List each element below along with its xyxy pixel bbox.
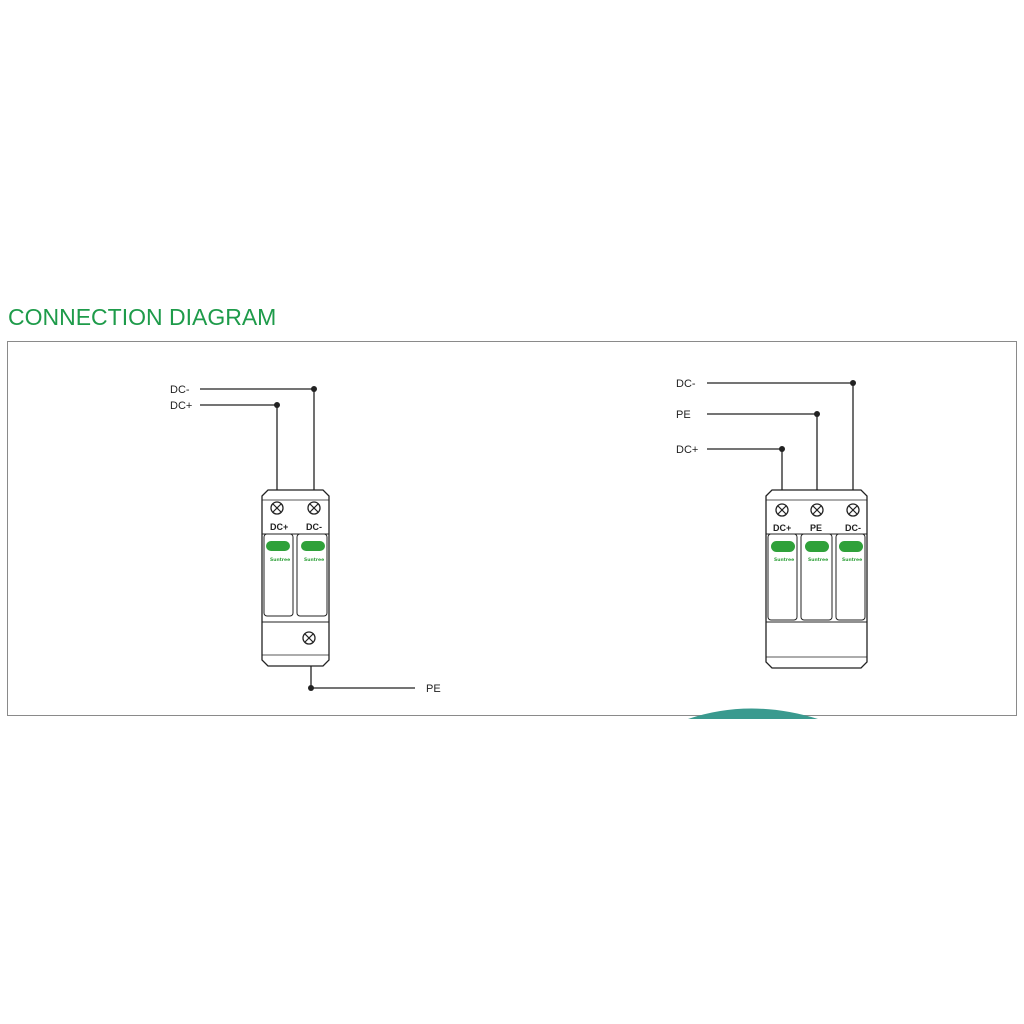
brand-label: Suntree [774,557,794,563]
left-label-pe: PE [426,683,441,695]
junction-dot [308,685,314,691]
left-module-dc-minus [296,533,328,617]
brand-label: Suntree [808,557,828,563]
terminal-screw-icon [307,501,321,515]
left-wires [200,388,415,689]
status-indicator [839,541,863,552]
right-module-dc-minus [835,533,866,621]
right-label-dc-minus: DC- [676,378,696,390]
status-indicator [805,541,829,552]
right-label-pe: PE [676,409,691,421]
left-spd-device: DC+ DC- Suntree Suntree [261,489,330,667]
brand-label: Suntree [842,557,862,563]
terminal-screw-icon [846,503,860,517]
terminal-screw-icon [270,501,284,515]
status-indicator [266,541,290,551]
terminal-screw-icon [302,631,316,645]
terminal-screw-icon [775,503,789,517]
junction-dot [814,411,820,417]
status-indicator [771,541,795,552]
right-module-pe [800,533,833,621]
status-indicator [301,541,325,551]
right-wires [707,382,854,490]
brand-label: Suntree [270,557,290,563]
right-label-dc-plus: DC+ [676,444,698,456]
left-terminal-label: DC- [306,522,322,532]
left-terminal-label: DC+ [270,522,288,532]
right-spd-device: DC+ PE DC- Suntree Suntree Suntree [765,489,868,669]
brand-label: Suntree [304,557,324,563]
left-diagram: DC- DC+ PE DC+ DC- Suntree Suntree [170,384,441,695]
right-module-dc-plus [767,533,798,621]
left-label-dc-minus: DC- [170,384,190,396]
diagram-frame [7,341,1017,716]
right-terminal-label: DC+ [773,523,791,533]
right-terminal-label: DC- [845,523,861,533]
junction-dot [274,402,280,408]
right-terminal-label: PE [810,523,822,533]
right-diagram: DC- PE DC+ DC+ PE DC- Suntree Suntree Su… [676,378,868,669]
left-module-dc-plus [263,533,294,617]
junction-dot [850,380,856,386]
junction-dot [311,386,317,392]
junction-dot [779,446,785,452]
diagram-title: CONNECTION DIAGRAM [8,304,277,330]
decorative-wave-shape [688,708,818,719]
terminal-screw-icon [810,503,824,517]
left-label-dc-plus: DC+ [170,400,192,412]
